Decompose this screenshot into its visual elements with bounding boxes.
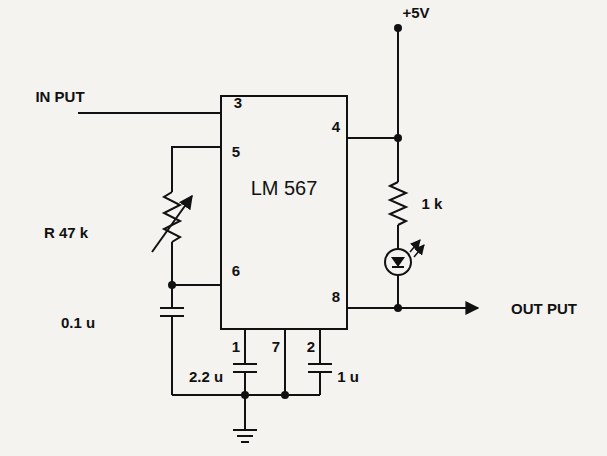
pin7-wire [284,330,286,395]
supply-label: +5V [402,5,429,20]
pin1-wire [244,330,246,364]
input-wire [78,112,220,114]
component-value: 1 u [337,369,359,384]
pin6-wire [171,242,173,308]
capacitor-symbol [308,363,332,365]
output-wire [348,307,478,309]
pin5-wire [172,147,220,192]
led-symbol [391,257,405,267]
component-value: 1 k [422,196,443,211]
resistor-symbol [390,182,406,225]
pin4-wire [348,137,398,139]
led-light-arrow [410,240,420,252]
junction-dot [394,304,402,312]
junction-dot [241,391,249,399]
pin-number: 2 [307,339,315,354]
ground-wire [319,372,321,395]
led-symbol [385,249,411,275]
component-value: 2.2 u [189,369,223,384]
pin-number: 4 [332,119,340,134]
ground-symbol [237,435,253,437]
pin-number: 3 [234,95,242,110]
component-value: 0.1 u [61,315,95,330]
led-wire [397,275,399,308]
capacitor-symbol [160,307,184,309]
led-light-arrow [414,245,424,257]
junction-dot [281,391,289,399]
pin-number: 6 [232,263,240,278]
component-value: R 47 k [44,225,88,240]
signal-name: OUT PUT [511,301,577,316]
ic-chip: LM 567 [220,95,348,330]
pin6-wire [172,284,220,286]
ground-symbol [233,429,257,431]
led-wire [397,225,399,249]
junction-dot [168,281,176,289]
pin2-wire [319,330,321,364]
ground-symbol [244,395,246,430]
pin-number: 7 [272,339,280,354]
junction-dot [394,24,402,32]
chip-name: LM 567 [222,177,346,200]
ground-wire [171,316,173,395]
pin-number: 5 [232,144,240,159]
capacitor-symbol [233,363,257,365]
pin-number: 8 [332,289,340,304]
signal-name: IN PUT [35,89,84,104]
ground-symbol [241,441,249,443]
pin-number: 1 [232,339,240,354]
supply-wire [397,28,399,182]
junction-dot [394,134,402,142]
